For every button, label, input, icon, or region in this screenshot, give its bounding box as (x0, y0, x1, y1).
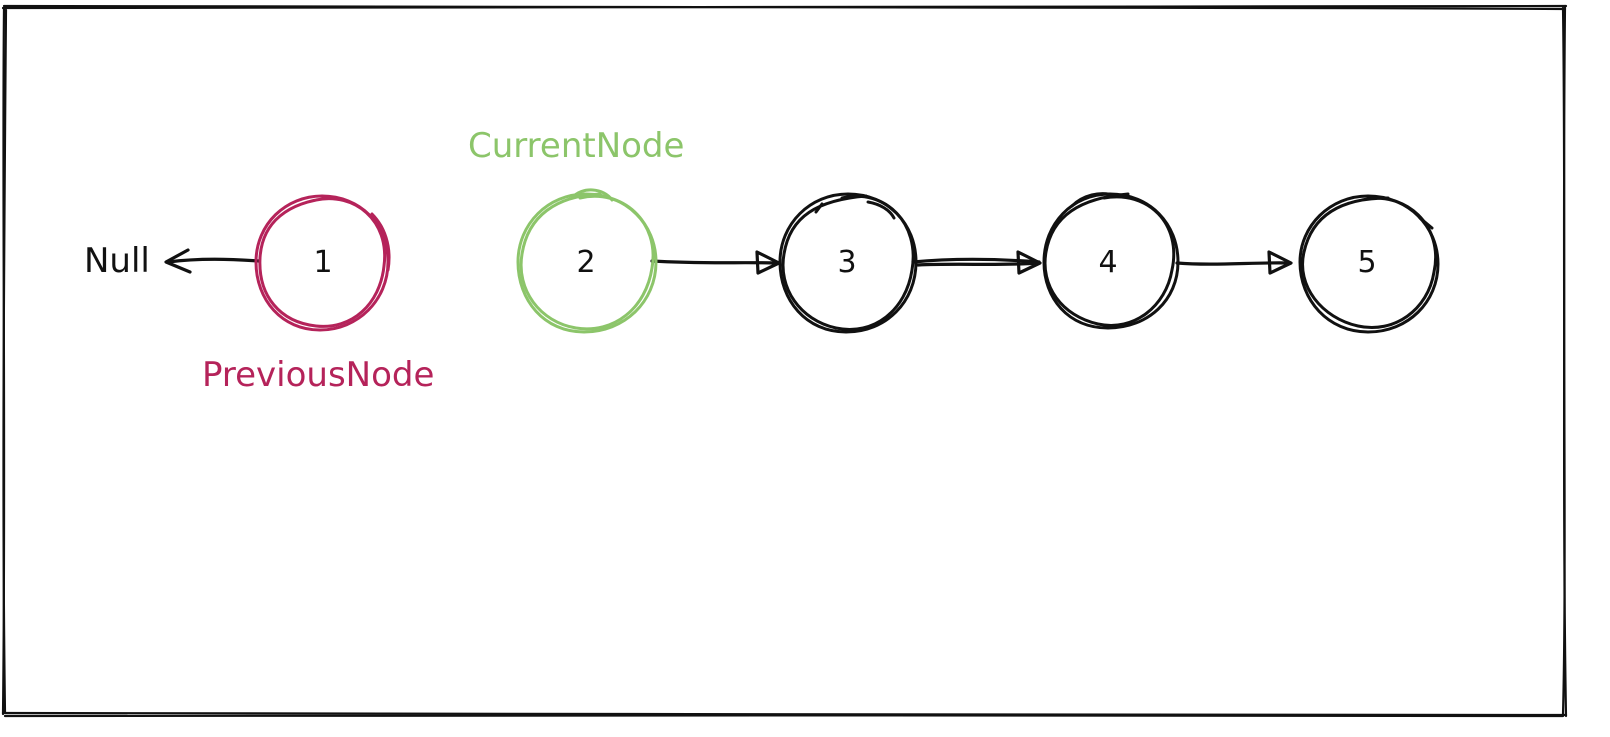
node-1: 1 (254, 194, 391, 332)
arrow-node3-to-node4 (911, 250, 1042, 275)
node-5: 5 (1298, 194, 1440, 334)
node-4-value: 4 (1098, 245, 1117, 280)
node-2: 2 (516, 188, 658, 334)
node-3: 3 (778, 192, 918, 334)
node-1-value: 1 (313, 245, 332, 280)
current-node-label: CurrentNode (468, 126, 684, 166)
arrow-node4-to-node5 (1175, 250, 1293, 275)
node-5-value: 5 (1357, 245, 1376, 280)
arrow-node1-to-null (164, 248, 261, 274)
diagram-frame (1, 4, 1568, 718)
null-label: Null (84, 241, 150, 281)
node-2-value: 2 (576, 245, 595, 280)
node-3-value: 3 (837, 245, 856, 280)
arrow-node2-to-node3 (650, 250, 781, 275)
node-4: 4 (1042, 192, 1180, 330)
previous-node-label: PreviousNode (202, 355, 434, 395)
